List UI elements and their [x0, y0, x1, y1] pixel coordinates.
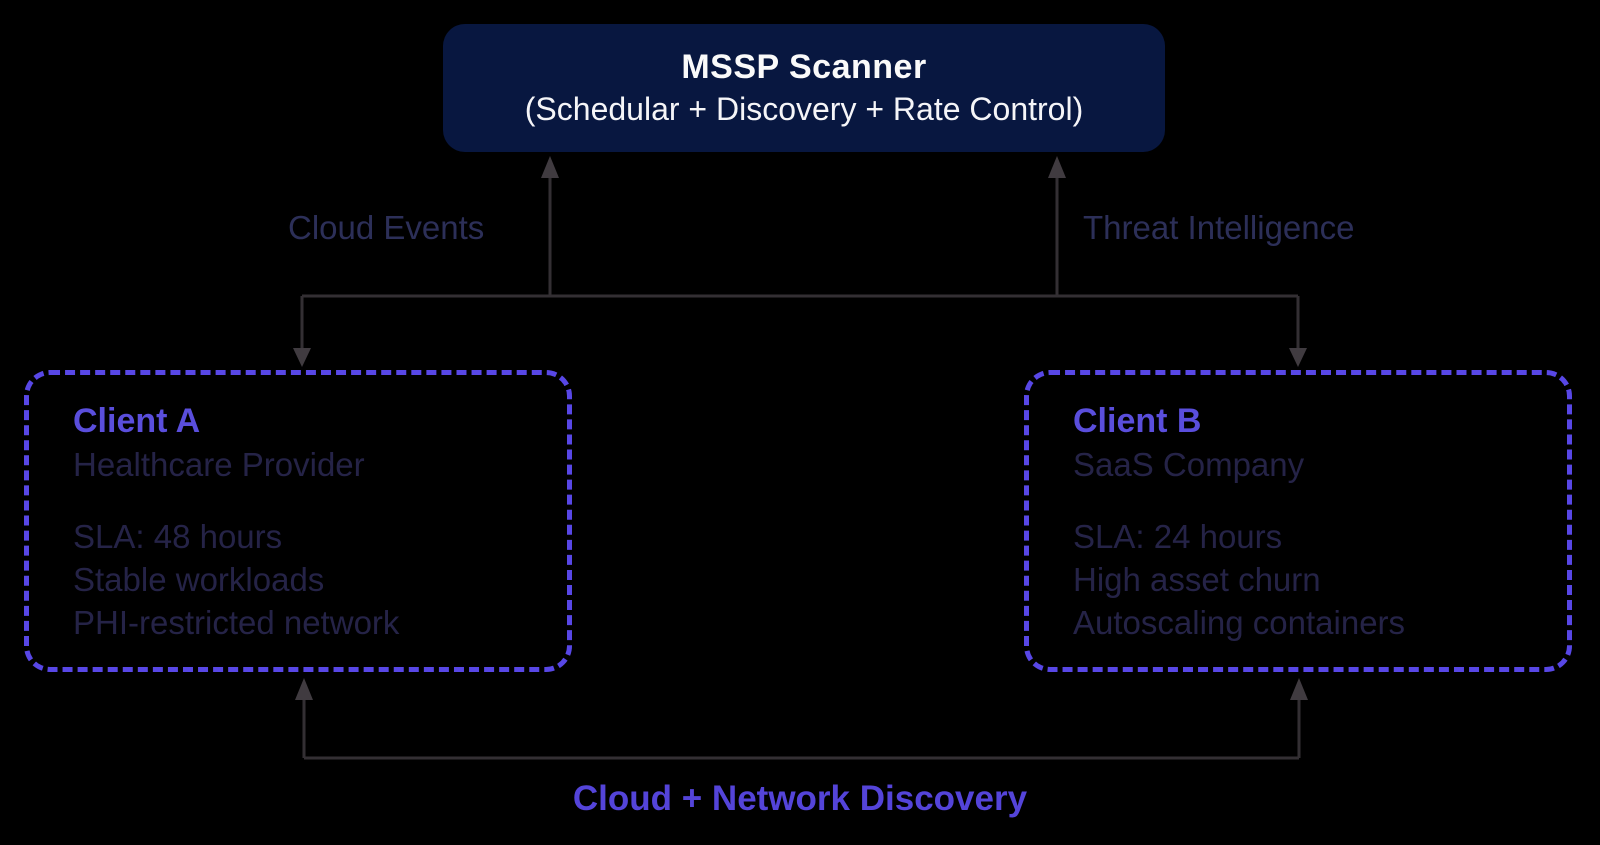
scanner-subtitle: (Schedular + Discovery + Rate Control): [524, 91, 1084, 128]
client-b-details: SLA: 24 hours High asset churn Autoscali…: [1073, 515, 1567, 644]
cloud-events-label: Cloud Events: [288, 209, 485, 246]
client-b-title: Client B: [1073, 402, 1202, 440]
mssp-scanner-node: MSSP Scanner (Schedular + Discovery + Ra…: [443, 24, 1165, 152]
client-a-detail-network: PHI-restricted network: [73, 604, 400, 641]
arrow-up-cloud-events-icon: [541, 156, 559, 178]
threat-intelligence-label: Threat Intelligence: [1083, 209, 1355, 246]
arrow-up-into-client-a-icon: [295, 678, 313, 700]
client-a-detail-sla: SLA: 48 hours: [73, 518, 283, 555]
client-a-detail-workloads: Stable workloads: [73, 561, 325, 598]
arrow-up-into-client-b-icon: [1290, 678, 1308, 700]
client-a-details: SLA: 48 hours Stable workloads PHI-restr…: [73, 515, 567, 644]
arrow-down-client-a-icon: [293, 348, 311, 367]
client-b-detail-containers: Autoscaling containers: [1073, 604, 1406, 641]
arrow-down-client-b-icon: [1289, 348, 1307, 367]
client-b-type: SaaS Company: [1073, 446, 1305, 483]
client-a-title: Client A: [73, 402, 201, 440]
client-b-detail-churn: High asset churn: [1073, 561, 1321, 598]
scanner-title: MSSP Scanner: [681, 47, 927, 86]
client-a-node: Client A Healthcare Provider SLA: 48 hou…: [24, 370, 572, 672]
cloud-network-discovery-label: Cloud + Network Discovery: [572, 779, 1028, 818]
client-b-node: Client B SaaS Company SLA: 24 hours High…: [1024, 370, 1572, 672]
client-b-detail-sla: SLA: 24 hours: [1073, 518, 1283, 555]
arrow-up-threat-intelligence-icon: [1048, 156, 1066, 178]
client-a-type: Healthcare Provider: [73, 446, 365, 483]
